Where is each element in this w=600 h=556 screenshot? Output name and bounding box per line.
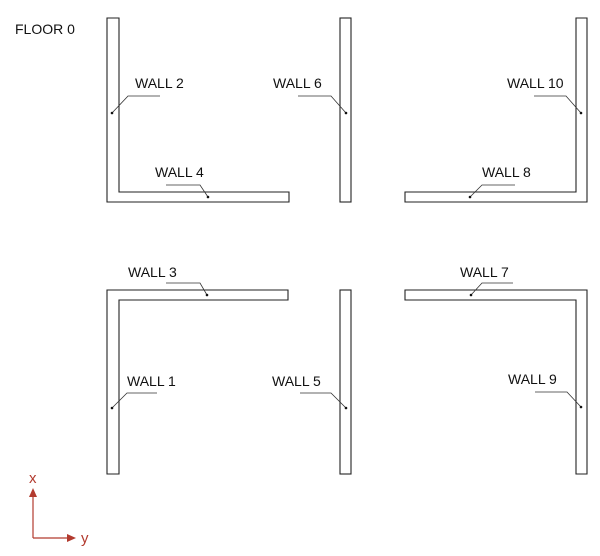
wall-6-shape [339,17,352,203]
wall-1-anchor [110,406,114,410]
wall-4-label: WALL 4 [155,164,204,180]
wall-1-label: WALL 1 [127,373,176,389]
wall-7-leader [470,282,513,296]
wall-8-label: WALL 8 [482,164,531,180]
wall-7-label: WALL 7 [460,264,509,280]
y-axis-label: y [81,530,89,547]
wall-3-leader [166,282,208,296]
x-axis-arrowhead [29,488,37,497]
wall-9-anchor [579,405,583,409]
wall-1-3-shape [106,289,289,475]
wall-6-anchor [344,111,348,115]
wall-8-leader [469,184,515,198]
wall-9-label: WALL 9 [508,371,557,387]
wall-3-anchor [205,293,209,297]
x-axis-label: x [29,470,37,487]
wall-5-anchor [344,406,348,410]
wall-7-anchor [469,293,473,297]
y-axis-arrowhead [67,534,76,542]
wall-6-leader [298,95,347,114]
wall-9-leader [535,391,582,408]
axis-indicator: x y [29,470,89,547]
wall-2-label: WALL 2 [135,75,184,91]
wall-2-anchor [110,111,114,115]
wall-6-label: WALL 6 [273,75,322,91]
wall-3-label: WALL 3 [128,264,177,280]
wall-2-leader [111,95,160,114]
floor-title: FLOOR 0 [15,21,75,37]
wall-2-4-shape [106,17,290,203]
wall-10-leader [534,95,582,114]
wall-5-shape [339,289,352,475]
wall-4-anchor [206,195,210,199]
wall-1-leader [111,392,157,409]
wall-7-9-shape [404,289,588,475]
wall-4-leader [166,184,209,198]
wall-10-label: WALL 10 [507,75,564,91]
wall-8-anchor [468,195,472,199]
wall-5-label: WALL 5 [272,373,321,389]
wall-5-leader [300,392,347,409]
wall-10-8-shape [404,17,588,203]
wall-10-anchor [579,111,583,115]
